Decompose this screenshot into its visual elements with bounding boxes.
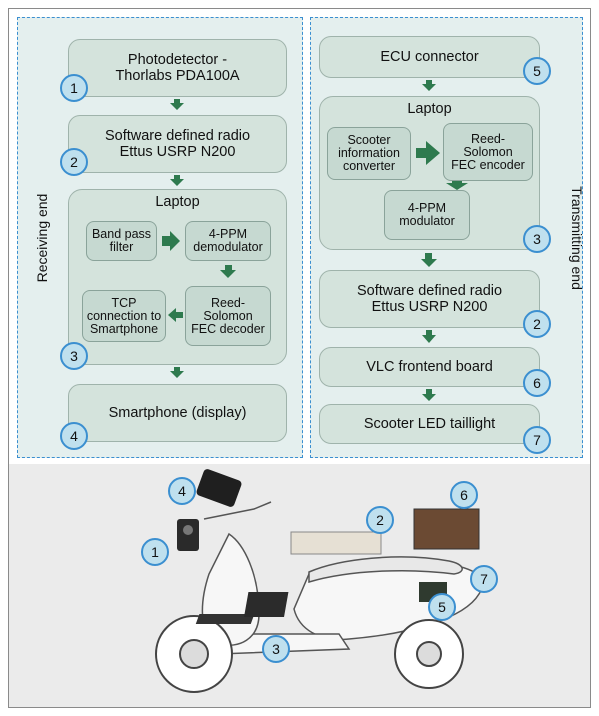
badge-7-tx: 7	[523, 426, 551, 454]
badge-3-tx: 3	[523, 225, 551, 253]
photo-badge-7: 7	[470, 565, 498, 593]
arrow-down-icon	[170, 175, 184, 186]
bandpass-filter-box: Band pass filter	[86, 221, 157, 261]
scooter-illustration	[155, 469, 484, 693]
photodetector-lens	[183, 525, 193, 535]
vlc-board-image	[413, 508, 480, 550]
rear-wheel-hub	[416, 641, 442, 667]
photodetector-box: Photodetector - Thorlabs PDA100A	[68, 39, 287, 97]
led-taillight-box: Scooter LED taillight	[319, 404, 540, 444]
badge-3-rx: 3	[60, 342, 88, 370]
rx-laptop-title: Laptop	[155, 194, 200, 210]
badge-6-tx: 6	[523, 369, 551, 397]
ppm-modulator-box: 4-PPM modulator	[384, 190, 470, 240]
arrow-left-icon	[168, 308, 183, 322]
arrow-down-icon	[422, 330, 436, 343]
photo-badge-5: 5	[428, 593, 456, 621]
badge-4: 4	[60, 422, 88, 450]
tcp-connection-box: TCP connection to Smartphone	[82, 290, 166, 342]
arrow-right-icon	[162, 231, 180, 251]
arrow-down-icon	[446, 181, 468, 190]
photo-badge-1: 1	[141, 538, 169, 566]
scooter-handlebar	[203, 501, 272, 520]
badge-5-tx: 5	[523, 57, 551, 85]
info-converter-box: Scooter information converter	[327, 127, 411, 180]
flow-arrows	[162, 80, 468, 401]
laptop-image-base	[195, 614, 255, 624]
fec-decoder-box: Reed- Solomon FEC decoder	[185, 286, 271, 346]
laptop-image-screen	[244, 592, 289, 617]
arrow-down-icon	[421, 253, 437, 267]
front-wheel-hub	[179, 639, 209, 669]
tx-laptop-title: Laptop	[407, 101, 452, 117]
smartphone-box: Smartphone (display)	[68, 384, 287, 442]
scooter-seat	[308, 556, 463, 584]
photo-badge-4: 4	[168, 477, 196, 505]
vlc-frontend-box: VLC frontend board	[319, 347, 540, 387]
badge-2-tx: 2	[523, 310, 551, 338]
photo-badge-3: 3	[262, 635, 290, 663]
demodulator-box: 4-PPM demodulator	[185, 221, 271, 261]
photo-badge-2: 2	[366, 506, 394, 534]
ecu-connector-box: ECU connector	[319, 36, 540, 78]
arrow-down-icon	[422, 80, 436, 91]
arrow-down-icon	[170, 99, 184, 110]
badge-1: 1	[60, 74, 88, 102]
fec-encoder-box: Reed- Solomon FEC encoder	[443, 123, 533, 181]
usrp-image	[290, 531, 382, 555]
arrow-down-icon	[422, 389, 436, 401]
arrow-down-icon	[170, 367, 184, 378]
photo-badge-6: 6	[450, 481, 478, 509]
arrow-down-icon	[220, 265, 236, 278]
arrow-right-icon	[416, 141, 440, 165]
badge-2: 2	[60, 148, 88, 176]
smartphone-image	[196, 469, 242, 507]
tx-sdr-box: Software defined radio Ettus USRP N200	[319, 270, 540, 328]
rx-sdr-box: Software defined radio Ettus USRP N200	[68, 115, 287, 173]
